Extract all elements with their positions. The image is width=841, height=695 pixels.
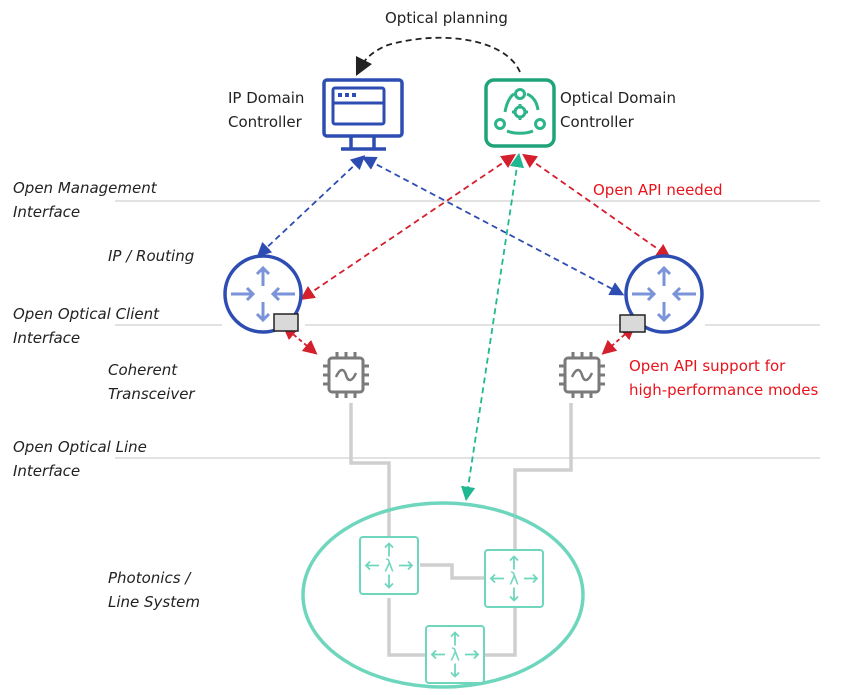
ip-ctrl-to-right-router	[361, 156, 625, 296]
fiber-links	[349, 403, 573, 657]
layer-transceiver-label-1: Coherent	[108, 361, 178, 379]
router-arrows-icon	[231, 265, 295, 323]
monitor-icon[interactable]	[322, 78, 404, 151]
ip-controller-label-2: Controller	[228, 113, 302, 131]
layer-ip-routing-label: IP / Routing	[108, 247, 195, 265]
layer-transceiver-label-2: Transceiver	[108, 385, 195, 403]
open-api-needed-label: Open API needed	[593, 181, 723, 199]
gear-cycle-icon[interactable]	[484, 78, 556, 148]
transceiver-chip-icon-left[interactable]	[323, 352, 369, 398]
optical-ctrl-to-right-router	[522, 153, 671, 259]
layer-photonics-label-1: Photonics /	[108, 569, 191, 587]
router-right[interactable]	[619, 254, 704, 334]
ip-ctrl-to-left-router	[256, 155, 366, 257]
right-router-to-transceiver	[601, 325, 636, 355]
layer-management-label-2: Interface	[13, 203, 81, 221]
layer-line-label-2: Interface	[13, 462, 81, 480]
photonics-domain-ellipse	[301, 501, 585, 689]
transceiver-chip-icon-right[interactable]	[559, 352, 605, 398]
layer-photonics-label-2: Line System	[108, 593, 200, 611]
optical-planning-arrow	[355, 36, 521, 77]
direction-arrows-icon	[489, 555, 539, 602]
optical-controller-label-2: Controller	[560, 113, 634, 131]
roadm-node-1[interactable]: λ	[359, 536, 419, 595]
direction-arrows-icon	[430, 631, 480, 678]
optical-controller-label-1: Optical Domain	[560, 89, 676, 107]
optical-ctrl-to-photonics	[460, 152, 525, 502]
optical-planning-label: Optical planning	[385, 9, 508, 27]
layer-client-label-2: Interface	[13, 329, 81, 347]
left-router-to-transceiver	[282, 325, 318, 355]
ip-controller-label-1: IP Domain	[228, 89, 305, 107]
direction-arrows-icon	[364, 542, 414, 589]
router-arrows-icon	[632, 265, 696, 323]
roadm-node-3[interactable]: λ	[425, 625, 485, 684]
layer-client-label-1: Open Optical Client	[13, 305, 160, 323]
optical-ctrl-to-left-router	[300, 153, 516, 301]
lambda-icon: λ	[384, 557, 394, 577]
client-port-left[interactable]	[273, 313, 299, 332]
layer-management-label-1: Open Management	[13, 179, 157, 197]
roadm-node-2[interactable]: λ	[484, 549, 544, 608]
window-dots	[338, 93, 356, 97]
layer-line-label-1: Open Optical Line	[13, 438, 147, 456]
router-left[interactable]	[223, 254, 303, 334]
lambda-icon: λ	[509, 570, 519, 590]
lambda-icon: λ	[450, 646, 460, 666]
open-api-support-label-2: high-performance modes	[629, 381, 819, 399]
open-api-support-label-1: Open API support for	[629, 357, 786, 375]
client-port-right[interactable]	[619, 314, 646, 333]
